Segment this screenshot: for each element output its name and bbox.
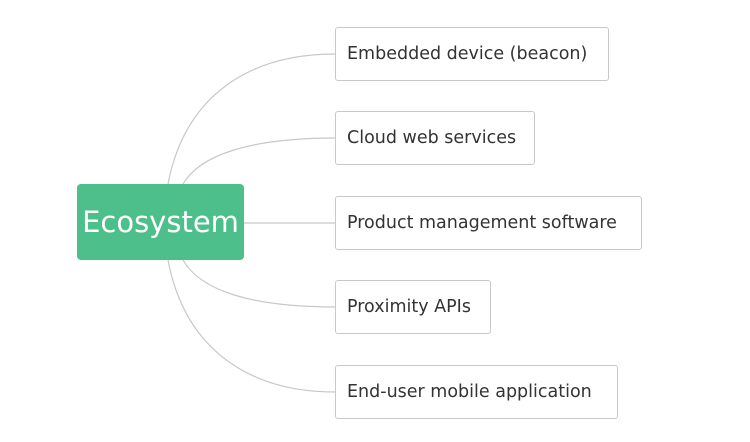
child-node-label: Embedded device (beacon) xyxy=(347,44,588,64)
child-node-label: Product management software xyxy=(347,213,617,233)
root-node[interactable]: Ecosystem xyxy=(77,184,244,260)
child-node-label: End-user mobile application xyxy=(347,382,592,402)
child-node-proximity-apis[interactable]: Proximity APIs xyxy=(335,280,491,334)
child-node-end-user-mobile-application[interactable]: End-user mobile application xyxy=(335,365,618,419)
connector-end-user-app xyxy=(167,259,336,393)
child-node-product-management-software[interactable]: Product management software xyxy=(335,196,642,250)
child-node-label: Proximity APIs xyxy=(347,297,471,317)
connector-proximity-apis xyxy=(182,259,336,308)
child-node-cloud-web-services[interactable]: Cloud web services xyxy=(335,111,535,165)
child-node-embedded-device[interactable]: Embedded device (beacon) xyxy=(335,27,609,81)
child-node-label: Cloud web services xyxy=(347,128,517,148)
root-node-label: Ecosystem xyxy=(82,205,239,239)
connector-embedded-device xyxy=(167,53,336,185)
connector-cloud-web-services xyxy=(182,137,336,185)
